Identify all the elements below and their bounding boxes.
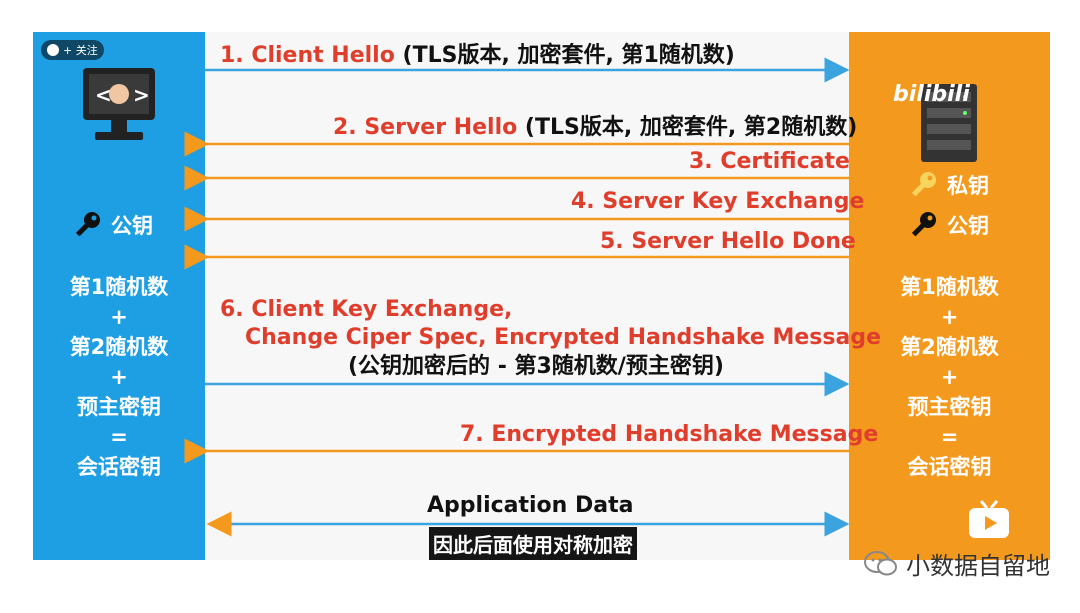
watermark-text: 小数据自留地: [906, 546, 1050, 581]
message-change-cipher-spec: Change Ciper Spec, Encrypted Handshake M…: [245, 325, 881, 351]
application-data-label: Application Data: [427, 493, 633, 518]
tls-handshake-diagram: < > 公钥 第1随机数 + 第2随机数 + 预主密钥 = 会话密钥 + 关: [33, 32, 1050, 560]
video-subtitle: 因此后面使用对称加密: [429, 527, 637, 560]
message-server-key-exchange: 4. Server Key Exchange: [571, 189, 864, 215]
message-server-hello-done: 5. Server Hello Done: [600, 229, 856, 255]
message-client-hello-title: 1. Client Hello: [220, 43, 395, 68]
message-client-hello: 1. Client Hello (TLS版本, 加密套件, 第1随机数): [220, 43, 735, 69]
message-encrypted-handshake: 7. Encrypted Handshake Message: [460, 422, 878, 448]
message-client-key-exchange: 6. Client Key Exchange,: [220, 297, 512, 323]
message-server-hello-title: 2. Server Hello: [333, 115, 517, 140]
message-client-hello-detail: (TLS版本, 加密套件, 第1随机数): [403, 43, 735, 68]
message-certificate: 3. Certificate: [689, 149, 850, 175]
message-server-hello-detail: (TLS版本, 加密套件, 第2随机数): [525, 115, 857, 140]
message-server-hello: 2. Server Hello (TLS版本, 加密套件, 第2随机数): [333, 115, 857, 141]
bilibili-logo: bilibili: [893, 82, 970, 107]
message-arrows: [33, 32, 1050, 560]
message-premaster-note: (公钥加密后的 - 第3随机数/预主密钥): [348, 354, 724, 380]
wechat-watermark: 小数据自留地: [864, 546, 1050, 581]
wechat-icon: [864, 550, 898, 578]
